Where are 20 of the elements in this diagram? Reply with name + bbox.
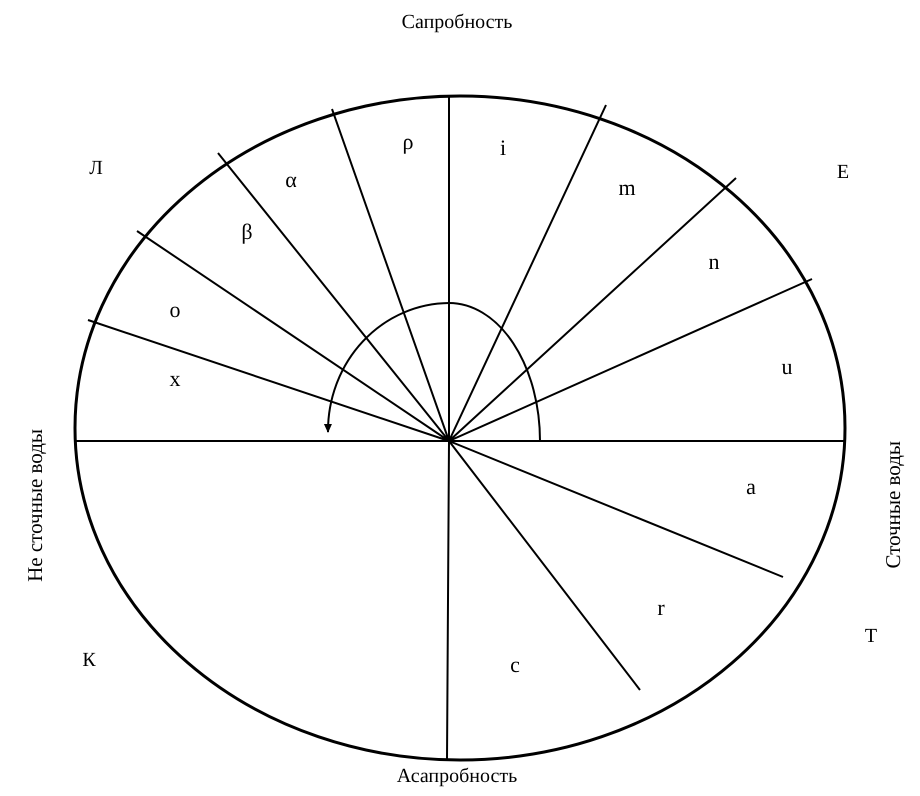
sector-label: m: [618, 177, 636, 199]
sector-label: ρ: [402, 131, 414, 153]
sector-label: i: [500, 137, 506, 159]
sector-label: n: [708, 251, 720, 273]
sector-label: К: [82, 650, 96, 670]
sector-label: x: [170, 368, 180, 390]
sector-label: Л: [89, 158, 103, 178]
axis-title: Асапробность: [396, 766, 518, 786]
sector-label: a: [746, 476, 756, 498]
sector-label: β: [241, 221, 253, 243]
sector-label: Е: [836, 162, 850, 182]
side-label: Сточные воды: [882, 441, 904, 569]
sector-label: u: [782, 356, 792, 378]
sector-label: r: [657, 597, 665, 619]
side-label: Не сточные воды: [24, 428, 46, 582]
sector-label: c: [510, 654, 520, 676]
sector-label: Т: [864, 626, 878, 646]
sector-label: α: [285, 169, 297, 191]
sector-label: o: [170, 299, 180, 321]
axis-title: Сапробность: [402, 12, 512, 32]
